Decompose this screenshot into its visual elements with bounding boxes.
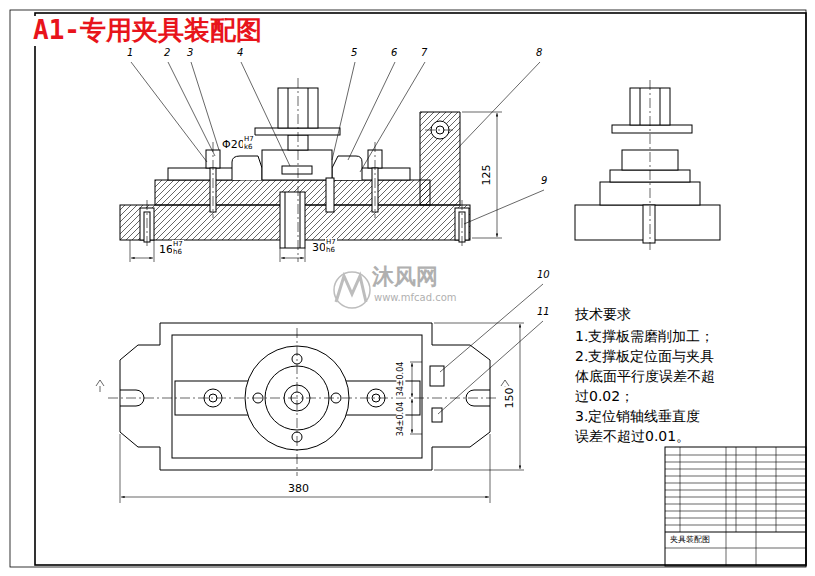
title-block: [665, 447, 806, 566]
watermark: www.mfcad.com: [374, 292, 457, 304]
note-item: 3.定位销轴线垂直度误差不超过0.01。: [575, 406, 707, 446]
leader-lines: [131, 62, 544, 414]
tolerance: H7: [172, 240, 184, 248]
inner-frame: [35, 13, 806, 565]
callout-number: 8: [536, 47, 542, 59]
top-view: [96, 323, 524, 503]
tolerance: H7: [243, 135, 255, 143]
callout-number: 1: [127, 47, 133, 59]
tolerance: H7: [325, 238, 337, 246]
side-view: [575, 80, 720, 250]
note-heading: 技术要求: [575, 306, 631, 322]
callout-number: 7: [421, 47, 427, 59]
dimension: 125: [481, 164, 494, 187]
callout-number: 6: [391, 47, 397, 59]
callout-number: 11: [537, 306, 550, 318]
tolerance: h6: [325, 246, 336, 254]
callout-number: 2: [164, 47, 170, 59]
callout-number: 4: [237, 47, 243, 59]
dimension: 380: [287, 483, 310, 496]
callout-number: 9: [541, 175, 547, 187]
dimension: Φ20: [221, 139, 246, 152]
tolerance: k6: [243, 143, 254, 151]
callout-number: 10: [537, 269, 550, 281]
dimension: 150: [504, 387, 517, 410]
note-item: 1.支撑板需磨削加工；: [575, 326, 755, 346]
drawing-title: A1-专用夹具装配图: [30, 16, 265, 46]
dimension: 34±0.04: [396, 401, 405, 438]
watermark: 沐风网: [372, 264, 438, 289]
tolerance: h6: [172, 248, 183, 256]
callout-number: 5: [351, 47, 357, 59]
outer-frame: [10, 10, 806, 567]
dimension: 34±0.04: [396, 361, 405, 398]
note-item: 2.支撑板定位面与夹具体底面平行度误差不超过0.02；: [575, 346, 716, 406]
front-view: [120, 78, 502, 262]
title-block-text: 夹具装配图: [670, 535, 710, 544]
callout-number: 3: [187, 47, 193, 59]
watermark-logo: [334, 272, 370, 308]
